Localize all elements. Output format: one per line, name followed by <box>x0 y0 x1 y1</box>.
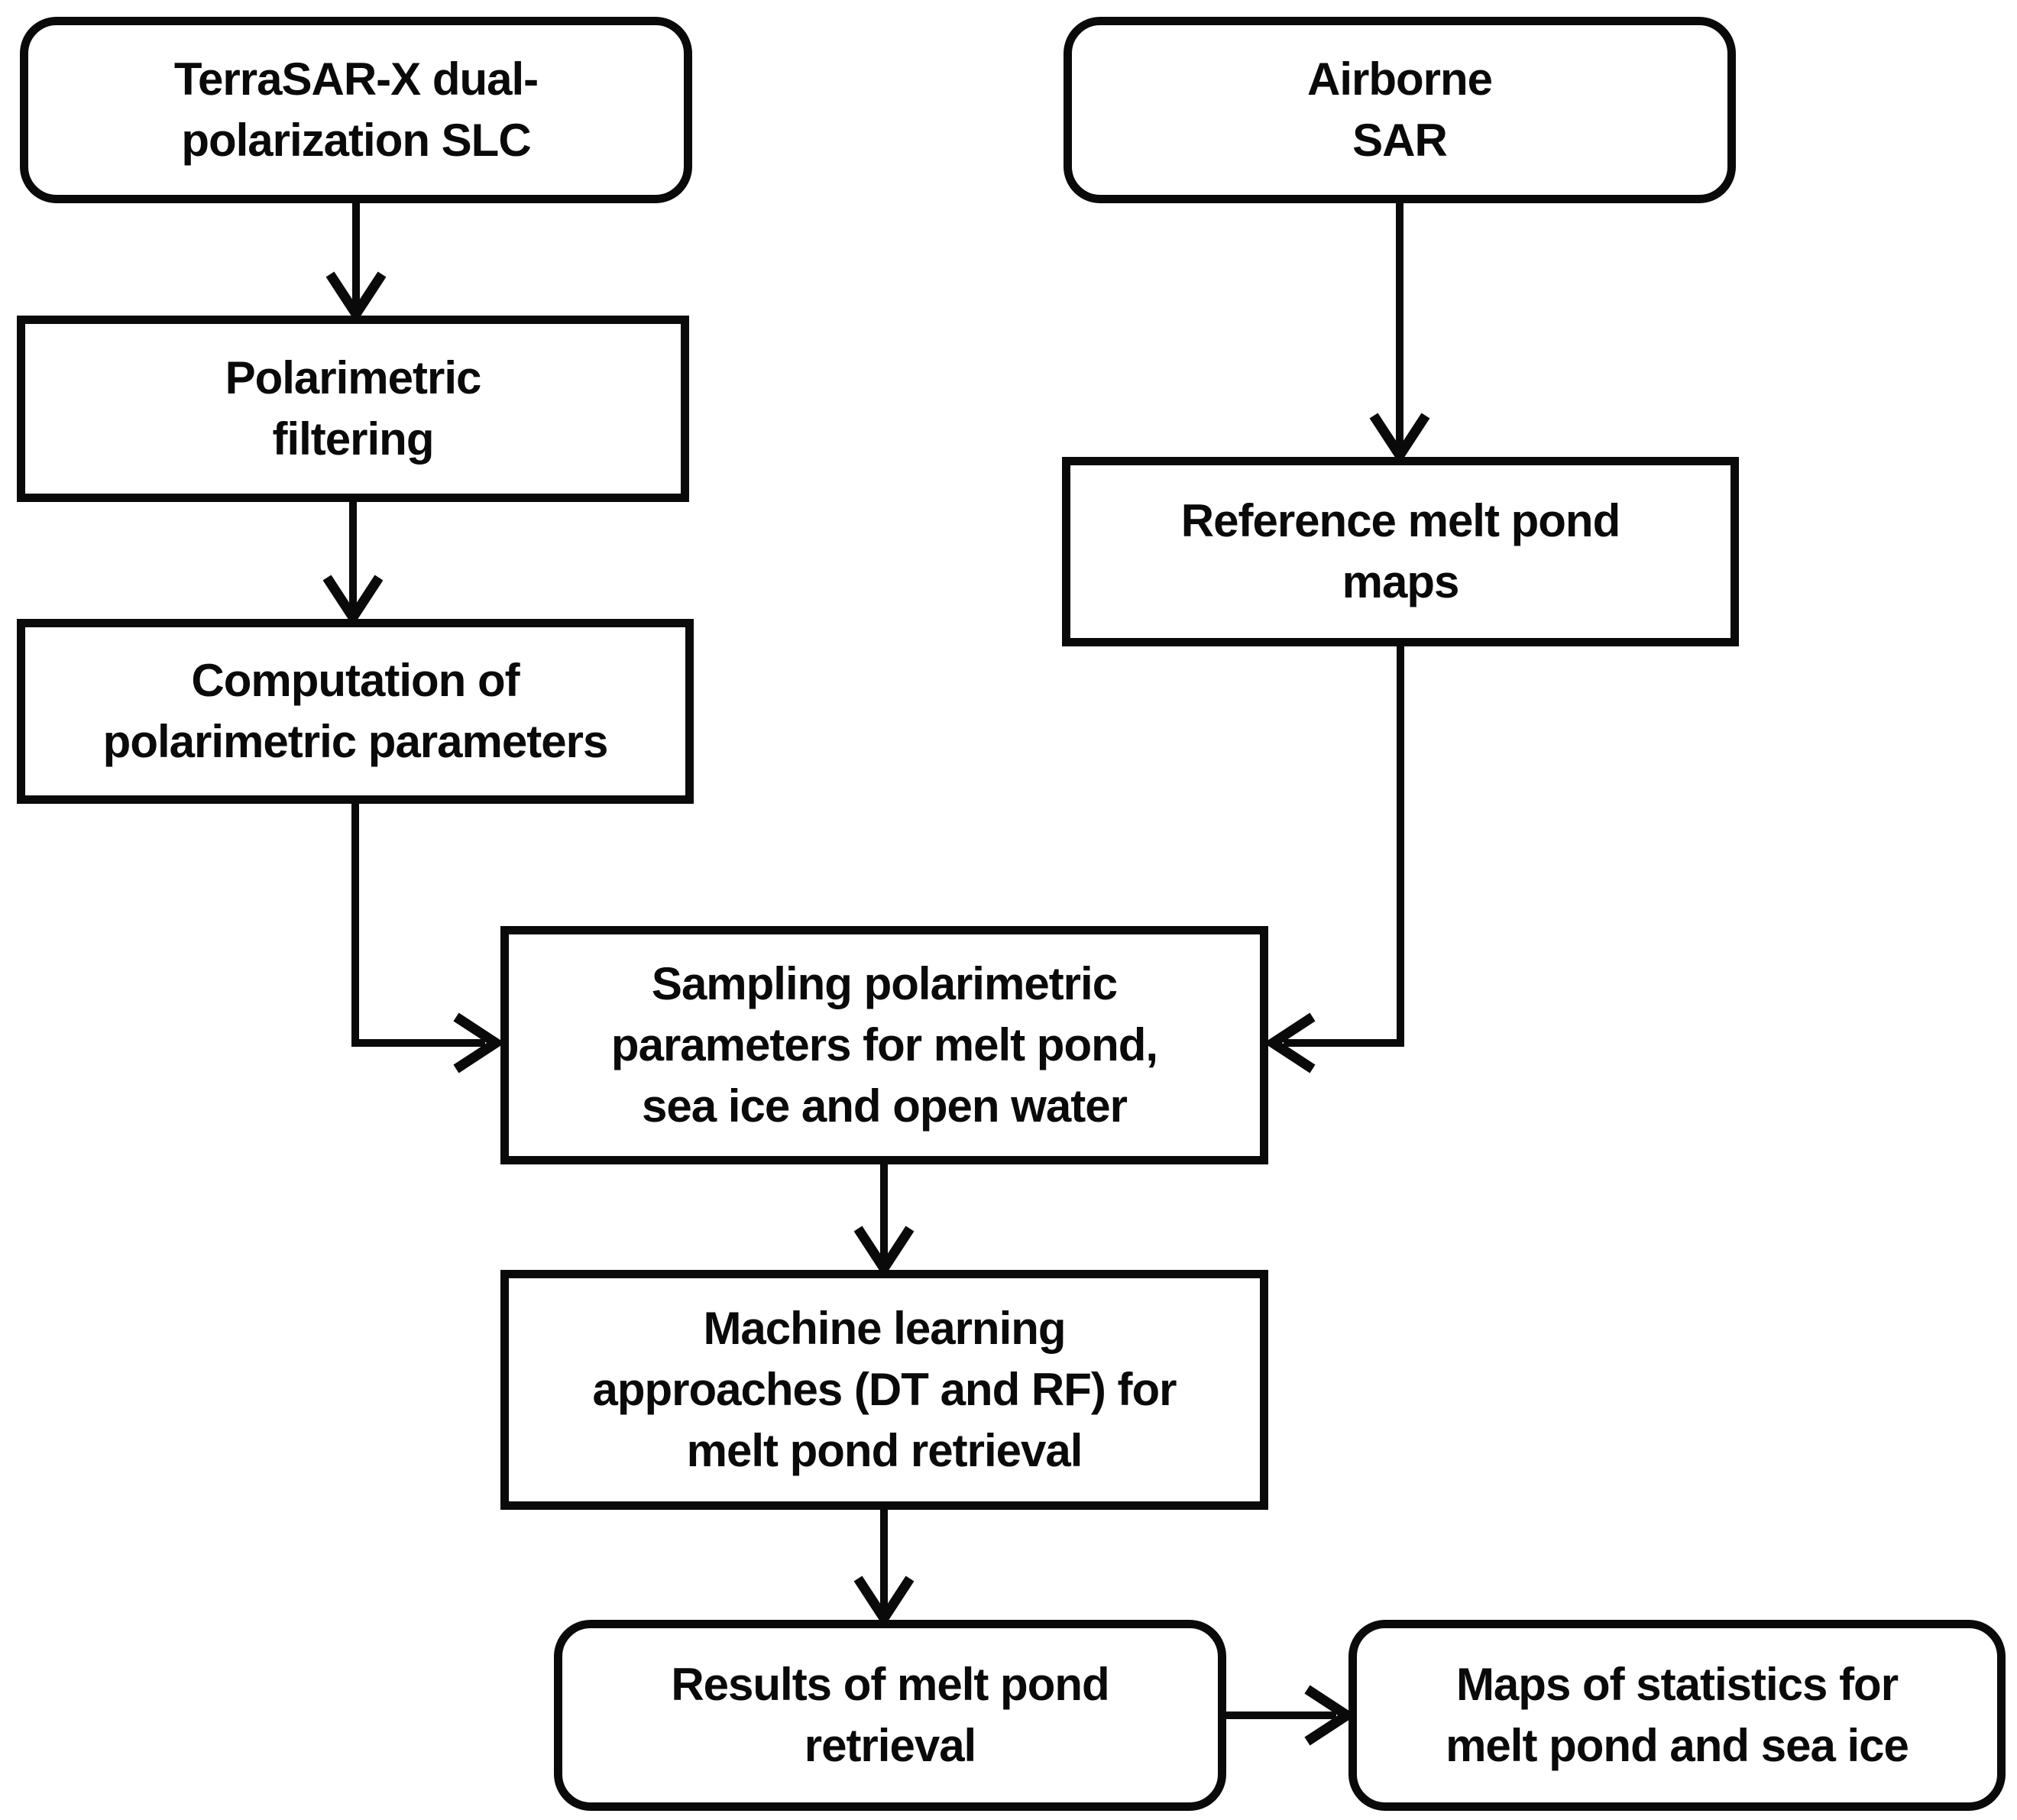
arrow-sampling-to-ml <box>853 1164 915 1278</box>
node-sampling-polarimetric-parameters: Sampling polarimetric parameters for mel… <box>500 926 1268 1164</box>
arrow-results-to-maps <box>1226 1685 1356 1746</box>
node-maps-label: Maps of statistics for melt pond and sea… <box>1446 1659 1909 1771</box>
arrow-airborne-to-reference <box>1369 203 1430 465</box>
node-terrasar-label: TerraSAR-X dual- polarization SLC <box>173 53 539 166</box>
node-terrasar-dual-polarization-slc: TerraSAR-X dual- polarization SLC <box>20 17 692 203</box>
node-machine-learning-approaches: Machine learning approaches (DT and RF) … <box>500 1270 1268 1510</box>
node-polarimetric-filtering: Polarimetric filtering <box>17 316 689 502</box>
arrow-filtering-to-computation <box>322 502 384 627</box>
node-computation-label: Computation of polarimetric parameters <box>102 655 609 767</box>
node-ml-label: Machine learning approaches (DT and RF) … <box>592 1303 1177 1476</box>
node-maps-of-statistics: Maps of statistics for melt pond and sea… <box>1348 1620 2006 1811</box>
node-sampling-label: Sampling polarimetric parameters for mel… <box>610 958 1158 1132</box>
arrow-reference-to-sampling <box>1264 646 1404 1074</box>
node-airborne-sar: Airborne SAR <box>1064 17 1736 203</box>
node-reference-label: Reference melt pond maps <box>1180 495 1620 607</box>
arrow-computation-to-sampling <box>351 804 505 1074</box>
node-airborne-label: Airborne SAR <box>1306 53 1493 166</box>
node-results-label: Results of melt pond retrieval <box>671 1659 1109 1771</box>
arrow-terrasar-to-filtering <box>325 203 387 323</box>
arrow-ml-to-results <box>853 1510 915 1627</box>
node-filtering-label: Polarimetric filtering <box>225 352 482 465</box>
node-results-melt-pond-retrieval: Results of melt pond retrieval <box>554 1620 1226 1811</box>
node-reference-melt-pond-maps: Reference melt pond maps <box>1062 457 1739 646</box>
node-computation-polarimetric-parameters: Computation of polarimetric parameters <box>17 619 694 804</box>
